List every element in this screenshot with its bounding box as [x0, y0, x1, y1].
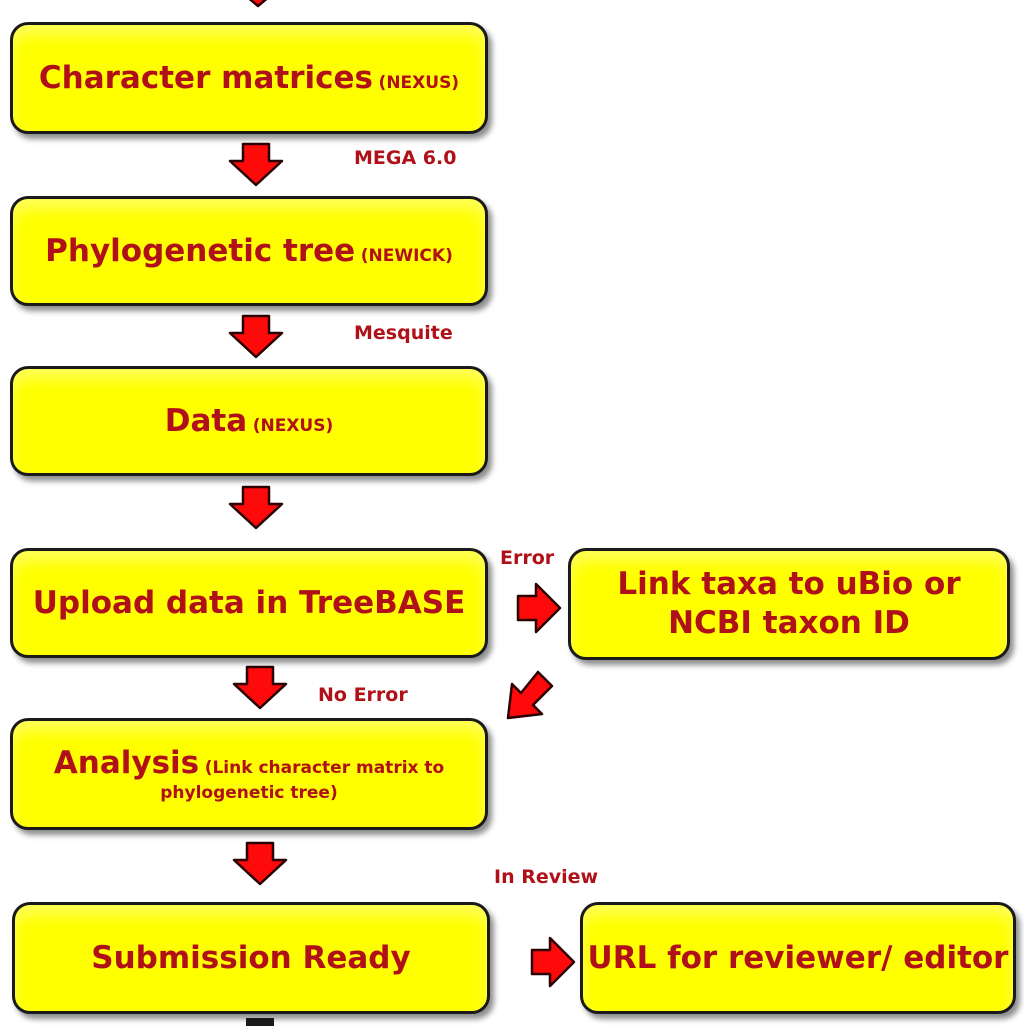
arrow-bottom-partial: [246, 1018, 274, 1026]
label-no-error: No Error: [318, 684, 408, 706]
box-character-matrices: Character matrices (NEXUS): [10, 22, 488, 134]
box-submission-ready: Submission Ready: [12, 902, 490, 1014]
arrow-down-5: [232, 841, 288, 886]
arrow-down-1: [228, 142, 284, 187]
box-phylogenetic-tree: Phylogenetic tree (NEWICK): [10, 196, 488, 306]
box-link-taxa-title: Link taxa to uBio or NCBI taxon ID: [617, 566, 961, 641]
label-in-review: In Review: [494, 866, 599, 888]
arrow-right-review: [530, 936, 576, 988]
box-url-reviewer: URL for reviewer/ editor: [580, 902, 1016, 1014]
box-url-reviewer-title: URL for reviewer/ editor: [587, 939, 1009, 976]
label-mega: MEGA 6.0: [354, 147, 457, 169]
box-upload-treebase-title: Upload data in TreeBASE: [32, 584, 466, 621]
box-analysis-title: Analysis: [53, 745, 200, 781]
arrow-down-2: [228, 314, 284, 359]
box-character-matrices-title: Character matrices: [38, 59, 373, 96]
arrow-diagonal-back: [506, 670, 554, 720]
label-error: Error: [500, 547, 555, 569]
box-submission-ready-title: Submission Ready: [91, 939, 411, 976]
box-analysis-detail: (Link character matrix to phylogenetic t…: [160, 758, 445, 803]
arrow-down-3: [228, 485, 284, 530]
arrow-down-4: [232, 665, 288, 710]
box-link-taxa: Link taxa to uBio or NCBI taxon ID: [568, 548, 1010, 660]
box-data-title: Data: [164, 402, 248, 439]
box-data: Data (NEXUS): [10, 366, 488, 476]
box-data-format: (NEXUS): [252, 415, 334, 436]
box-upload-treebase: Upload data in TreeBASE: [10, 548, 488, 658]
box-phylogenetic-tree-format: (NEWICK): [360, 245, 453, 266]
box-phylogenetic-tree-title: Phylogenetic tree: [45, 232, 356, 269]
arrow-top-partial: [248, 0, 268, 8]
arrow-right-error: [516, 582, 562, 634]
box-character-matrices-format: (NEXUS): [378, 72, 460, 93]
box-analysis: Analysis (Link character matrix to phylo…: [10, 718, 488, 830]
label-mesquite: Mesquite: [354, 322, 453, 344]
